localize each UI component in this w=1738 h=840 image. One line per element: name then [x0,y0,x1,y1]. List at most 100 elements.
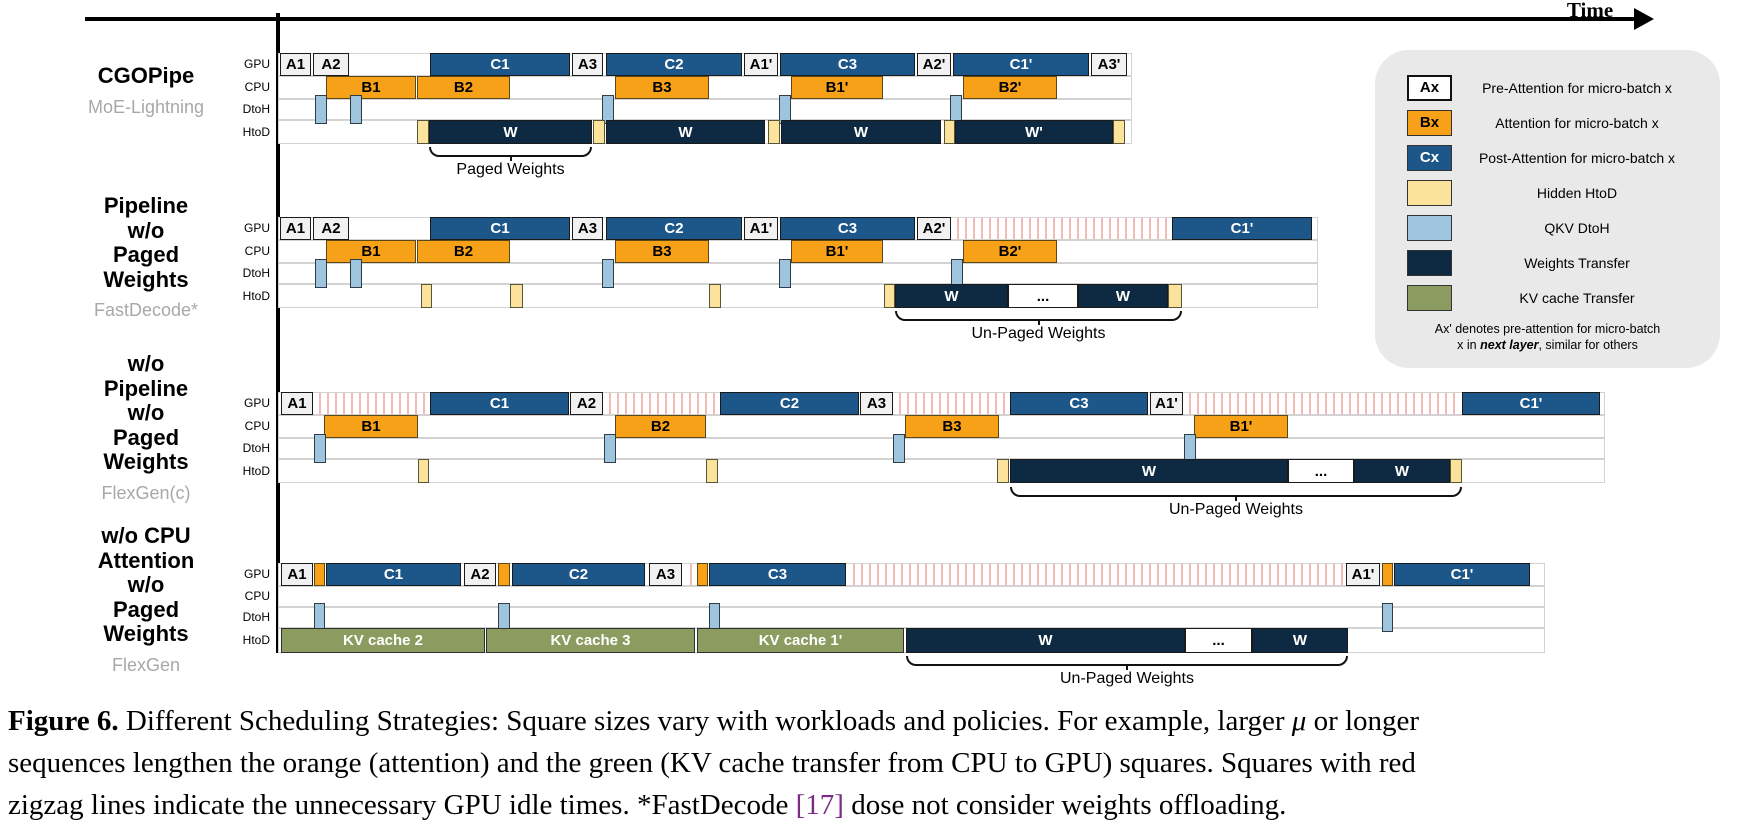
weights-brace [1010,487,1462,497]
weights-transfer-block: W [1354,459,1450,483]
post-attention-block: C3 [1010,392,1148,415]
section-title-line: CGOPipe [97,63,195,88]
section-title-line: w/o [127,572,165,597]
row-label-dtoh: DtoH [242,610,270,624]
ellipsis-block: ... [1008,284,1078,308]
pre-attention-block: A3 [572,217,603,240]
pre-attention-block: A2' [917,217,951,240]
pre-attention-block: A2 [464,563,496,586]
attention-block: B1' [1194,415,1288,438]
attention-block [1382,563,1393,586]
row-strip-dtoh [278,438,1605,459]
row-label-gpu: GPU [243,57,270,71]
weights-brace [429,147,592,157]
row-label-htod: HtoD [242,464,270,478]
row-label-cpu: CPU [244,419,270,433]
post-attention-block: C1 [430,392,569,415]
weights-transfer-block: W [1078,284,1168,308]
hidden-htod-sliver [768,120,780,144]
pre-attention-block: A3 [649,563,682,586]
post-attention-block: C1' [1394,563,1530,586]
legend-label: Hidden HtoD [1536,184,1618,201]
hidden-htod-sliver [944,120,955,144]
qkv-dtoh-sliver [315,95,327,124]
row-label-htod: HtoD [242,633,270,647]
gpu-idle-zigzag [313,393,428,414]
gpu-idle-zigzag [1183,393,1460,414]
hidden-htod-sliver [510,284,523,308]
pre-attention-block: A2 [570,392,603,415]
section-title-line: Paged [112,596,180,622]
qkv-dtoh-sliver [1382,603,1393,632]
attention-block: B1 [326,76,416,99]
attention-block: B2 [417,240,510,263]
pre-attention-block: A3' [1091,53,1127,76]
legend-note-line1: Ax' denotes pre-attention for micro-batc… [1434,322,1661,336]
section-subtitle: FastDecode* [93,300,199,320]
weights-transfer-block: W [781,120,941,144]
weights-brace-label: Un-Paged Weights [1060,670,1194,687]
weights-brace-label: Un-Paged Weights [971,325,1106,342]
section-title-line: w/o CPU [101,523,191,548]
attention-block: B1' [791,76,883,99]
kv-cache-transfer-block: KV cache 1' [697,628,904,653]
citation-17: [17] [795,789,844,821]
hidden-htod-sliver [1168,284,1182,308]
legend-swatch-kv [1407,284,1452,311]
row-strip-cpu [278,586,1545,607]
hidden-htod-sliver [1450,459,1462,483]
section-title-line: Attention [97,547,195,573]
row-label-dtoh: DtoH [242,441,270,455]
pre-attention-block: A3 [860,392,893,415]
post-attention-block: C2 [606,217,742,240]
pre-attention-block: A1' [1150,392,1183,415]
row-label-gpu: GPU [243,396,270,410]
pre-attention-block: A1 [281,392,313,415]
weights-transfer-block: W [606,120,765,144]
pre-attention-block: A2' [917,53,951,76]
post-attention-block: C3 [780,53,915,76]
post-attention-block: C1 [430,217,570,240]
qkv-dtoh-sliver [893,434,905,463]
legend-label: QKV DtoH [1544,219,1610,236]
pre-attention-block: A1 [281,563,313,586]
post-attention-block: C1' [953,53,1089,76]
qkv-dtoh-sliver [604,434,616,463]
section-title-line: Weights [103,266,189,292]
hidden-htod-sliver [709,284,721,308]
kv-cache-transfer-block: KV cache 2 [281,628,485,653]
post-attention-block: C1' [1172,217,1312,240]
legend-label: Post-Attention for micro-batch x [1478,149,1676,166]
legend-swatch-qkv [1407,214,1452,241]
qkv-dtoh-sliver [350,95,362,124]
qkv-dtoh-sliver [779,259,791,288]
hidden-htod-sliver [1113,120,1125,144]
gpu-idle-zigzag [951,218,1172,239]
qkv-dtoh-sliver [315,259,327,288]
time-axis-line [85,17,1636,21]
hidden-htod-sliver [884,284,895,308]
row-strip-dtoh [278,607,1545,628]
hidden-htod-sliver [593,120,605,144]
pre-attention-block: A1' [1346,563,1380,586]
attention-block [314,563,325,586]
weights-transfer-block: W [1252,628,1348,653]
hidden-htod-sliver [418,459,429,483]
row-label-cpu: CPU [244,80,270,94]
section-title-line: Pipeline [103,375,189,401]
row-label-gpu: GPU [243,567,270,581]
legend-note-line2: x in next layer, similar for others [1457,338,1638,352]
time-axis-label: Time [1566,0,1614,22]
legend-swatch-w [1407,249,1452,276]
gpu-idle-zigzag [893,393,1008,414]
weights-transfer-block: W [906,628,1185,653]
legend-note: Ax' denotes pre-attention for micro-batc… [1375,321,1720,353]
post-attention-block: C1 [326,563,461,586]
qkv-dtoh-sliver [350,259,362,288]
row-strip-dtoh [278,99,1132,120]
